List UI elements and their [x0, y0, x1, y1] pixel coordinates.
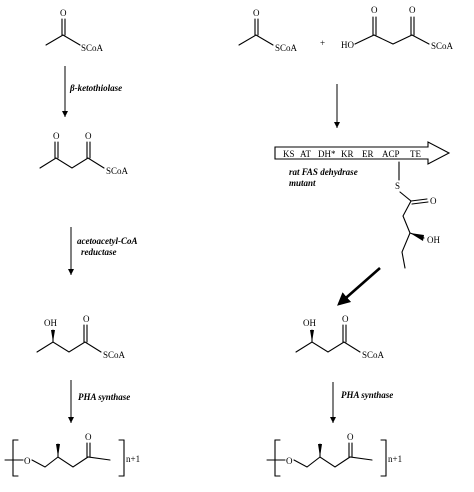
domain-kr: KR — [341, 149, 354, 159]
scoa-label: SCoA — [103, 350, 126, 360]
enzyme-ketothiolase: β-ketothiolase — [69, 83, 122, 93]
carbonyl-o: O — [60, 8, 67, 18]
repeat-count: n+1 — [388, 454, 402, 464]
domain-er: ER — [362, 149, 374, 159]
malonyl-coa: HO O O SCoA — [341, 5, 454, 51]
scoa-label: SCoA — [362, 350, 385, 360]
carbonyl-o: O — [85, 432, 92, 442]
carbonyl-o: O — [253, 8, 260, 18]
repeat-count: n+1 — [126, 454, 140, 464]
ester-o: O — [286, 456, 293, 466]
fas-domain-arrow: KS AT DH* KR ER ACP TE — [274, 141, 451, 165]
thioester-o: O — [85, 131, 92, 141]
phb-polymer-right: O O n+1 — [266, 432, 402, 477]
hydroxyl-label: OH — [427, 235, 440, 245]
scoa-label: SCoA — [81, 43, 104, 53]
thioester-o: O — [342, 314, 349, 324]
enzyme-pha-synthase-left: PHA synthase — [78, 392, 130, 402]
thioester-o: O — [83, 314, 90, 324]
carbonyl-o: O — [347, 432, 354, 442]
arrow-release — [337, 267, 381, 306]
fas-label-line2: mutant — [289, 178, 316, 188]
thioester-s: S — [395, 181, 400, 191]
hydroxybutyryl-coa-right: OH O SCoA — [295, 314, 385, 360]
acp-bound-hydroxybutyryl: S O OH — [395, 161, 440, 269]
scoa-label: SCoA — [431, 41, 454, 51]
acid-o: O — [371, 5, 378, 15]
fas-label-line1: rat FAS dehydrase — [289, 167, 358, 177]
ester-o: O — [24, 456, 31, 466]
domain-acp: ACP — [382, 149, 400, 159]
hydroxybutyryl-coa-left: OH O SCoA — [36, 314, 126, 360]
domain-at: AT — [300, 149, 312, 159]
thioester-o: O — [409, 5, 416, 15]
scoa-label: SCoA — [106, 166, 129, 176]
domain-ks: KS — [283, 149, 295, 159]
hydroxyl-label: OH — [303, 318, 316, 328]
enzyme-reductase-line2: reductase — [81, 247, 117, 257]
ho-label: HO — [341, 40, 354, 50]
carbonyl-o: O — [430, 196, 437, 206]
acetyl-coa-left: O SCoA — [45, 8, 104, 53]
acetyl-coa-right: O SCoA — [238, 8, 298, 53]
domain-dh: DH* — [318, 149, 336, 159]
phb-polymer-left: O O n+1 — [4, 432, 140, 477]
enzyme-reductase-line1: acetoacetyl-CoA — [77, 236, 137, 246]
enzyme-pha-synthase-right: PHA synthase — [341, 390, 393, 400]
ketone-o: O — [53, 131, 60, 141]
hydroxyl-label: OH — [44, 318, 57, 328]
acetoacetyl-coa: O O SCoA — [39, 131, 129, 176]
plus-sign: + — [320, 38, 325, 48]
scoa-label: SCoA — [275, 43, 298, 53]
domain-te: TE — [410, 149, 421, 159]
